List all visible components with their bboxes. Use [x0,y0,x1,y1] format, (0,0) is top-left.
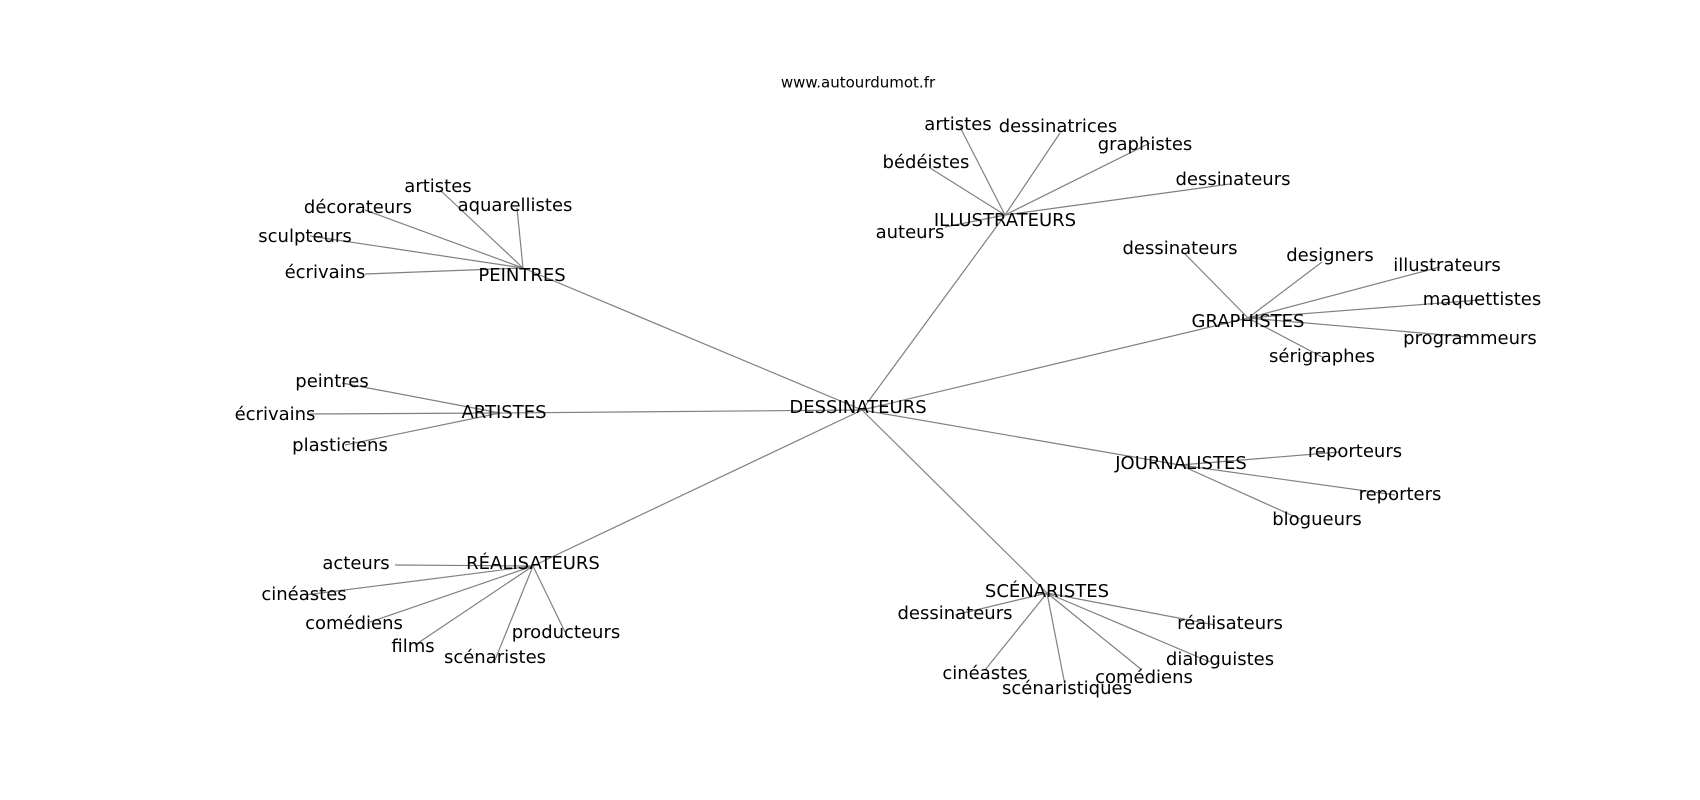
edge-center-to-0 [861,214,1006,411]
edge-0-5 [944,214,1006,228]
child-node-label: peintres [295,371,368,392]
edge-0-1 [1004,132,1061,216]
edge-5-4 [494,565,534,661]
child-node-label: écrivains [235,404,316,425]
edge-1-2 [516,207,524,269]
child-node-label: cinéastes [261,584,346,605]
child-node-label: scénaristiques [1002,678,1132,699]
edge-6-3 [984,592,1048,671]
child-node-label: sculpteurs [258,226,351,247]
child-node-label: aquarellistes [458,195,573,216]
edge-1-4 [364,267,524,275]
child-node-label: programmeurs [1403,328,1537,349]
edge-6-4 [1046,592,1066,686]
edge-1-1 [364,209,524,269]
edge-center-to-4 [861,409,1181,466]
edge-3-0 [341,382,501,414]
edges-layer [304,126,1481,686]
child-node-label: illustrateurs [1393,255,1501,276]
edge-0-4 [1004,183,1231,216]
edge-1-3 [309,235,524,269]
child-node-label: designers [1286,245,1374,266]
edge-3-1 [309,412,501,415]
edge-2-4 [1247,317,1469,338]
child-node-label: décorateurs [304,197,412,218]
child-node-label: dessinateurs [1175,169,1290,190]
child-node-label: graphistes [1098,134,1193,155]
child-node-label: plasticiens [292,435,388,456]
child-node-label: cinéastes [942,663,1027,684]
child-node-label: reporters [1359,484,1442,505]
child-node-label: reporteurs [1308,441,1402,462]
child-node-label: dialoguistes [1166,649,1274,670]
center-node-label: DESSINATEURS [789,397,926,418]
child-node-label: dessinateurs [897,603,1012,624]
child-node-label: films [391,636,434,657]
edge-4-1 [1179,464,1396,496]
edge-5-0 [394,564,534,567]
edge-0-0 [959,126,1006,216]
edge-3-2 [344,412,501,446]
edge-1-0 [439,189,524,269]
edge-5-1 [304,565,534,596]
child-node-label: artistes [404,176,471,197]
edge-2-3 [1247,299,1481,319]
child-node-label: sérigraphes [1269,346,1375,367]
group-node-label: JOURNALISTES [1114,453,1247,474]
edge-center-to-6 [861,409,1048,594]
group-node-label: ILLUSTRATEURS [934,210,1076,231]
child-node-label: écrivains [285,262,366,283]
edge-5-2 [369,565,534,623]
child-node-label: dessinateurs [1122,238,1237,259]
edge-0-2 [1004,142,1151,216]
edge-6-1 [1046,592,1216,626]
child-node-label: auteurs [876,222,945,243]
edge-4-2 [1179,464,1301,520]
edge-center-to-1 [522,267,863,411]
child-node-label: acteurs [322,553,389,574]
child-node-label: comédiens [305,613,403,634]
edge-2-2 [1247,266,1441,319]
source-label: www.autourdumot.fr [781,74,936,92]
edge-6-0 [954,592,1048,616]
group-node-label: PEINTRES [478,265,565,286]
edge-4-0 [1179,451,1341,466]
group-node-label: ARTISTES [461,402,546,423]
edge-6-2 [1046,592,1211,663]
group-node-label: GRAPHISTES [1192,311,1305,332]
edge-5-5 [532,565,566,633]
edge-center-to-2 [861,317,1249,411]
child-node-label: réalisateurs [1177,613,1283,634]
child-node-label: scénaristes [444,647,546,668]
child-node-label: blogueurs [1272,509,1362,530]
group-node-label: SCÉNARISTES [985,580,1109,602]
edge-2-0 [1184,253,1249,319]
edge-6-5 [1046,592,1143,671]
child-node-label: maquettistes [1423,289,1541,310]
edge-2-5 [1247,317,1323,358]
group-node-label: RÉALISATEURS [466,552,600,574]
child-node-label: artistes [924,114,991,135]
child-node-label: bédéistes [883,152,970,173]
edge-center-to-3 [499,409,863,414]
edge-5-3 [414,565,534,646]
edge-0-3 [929,167,1006,216]
edge-2-1 [1247,261,1323,319]
child-node-label: producteurs [512,622,621,643]
child-node-label: comédiens [1095,667,1193,688]
child-node-label: dessinatrices [999,116,1118,137]
edge-center-to-5 [532,409,863,567]
